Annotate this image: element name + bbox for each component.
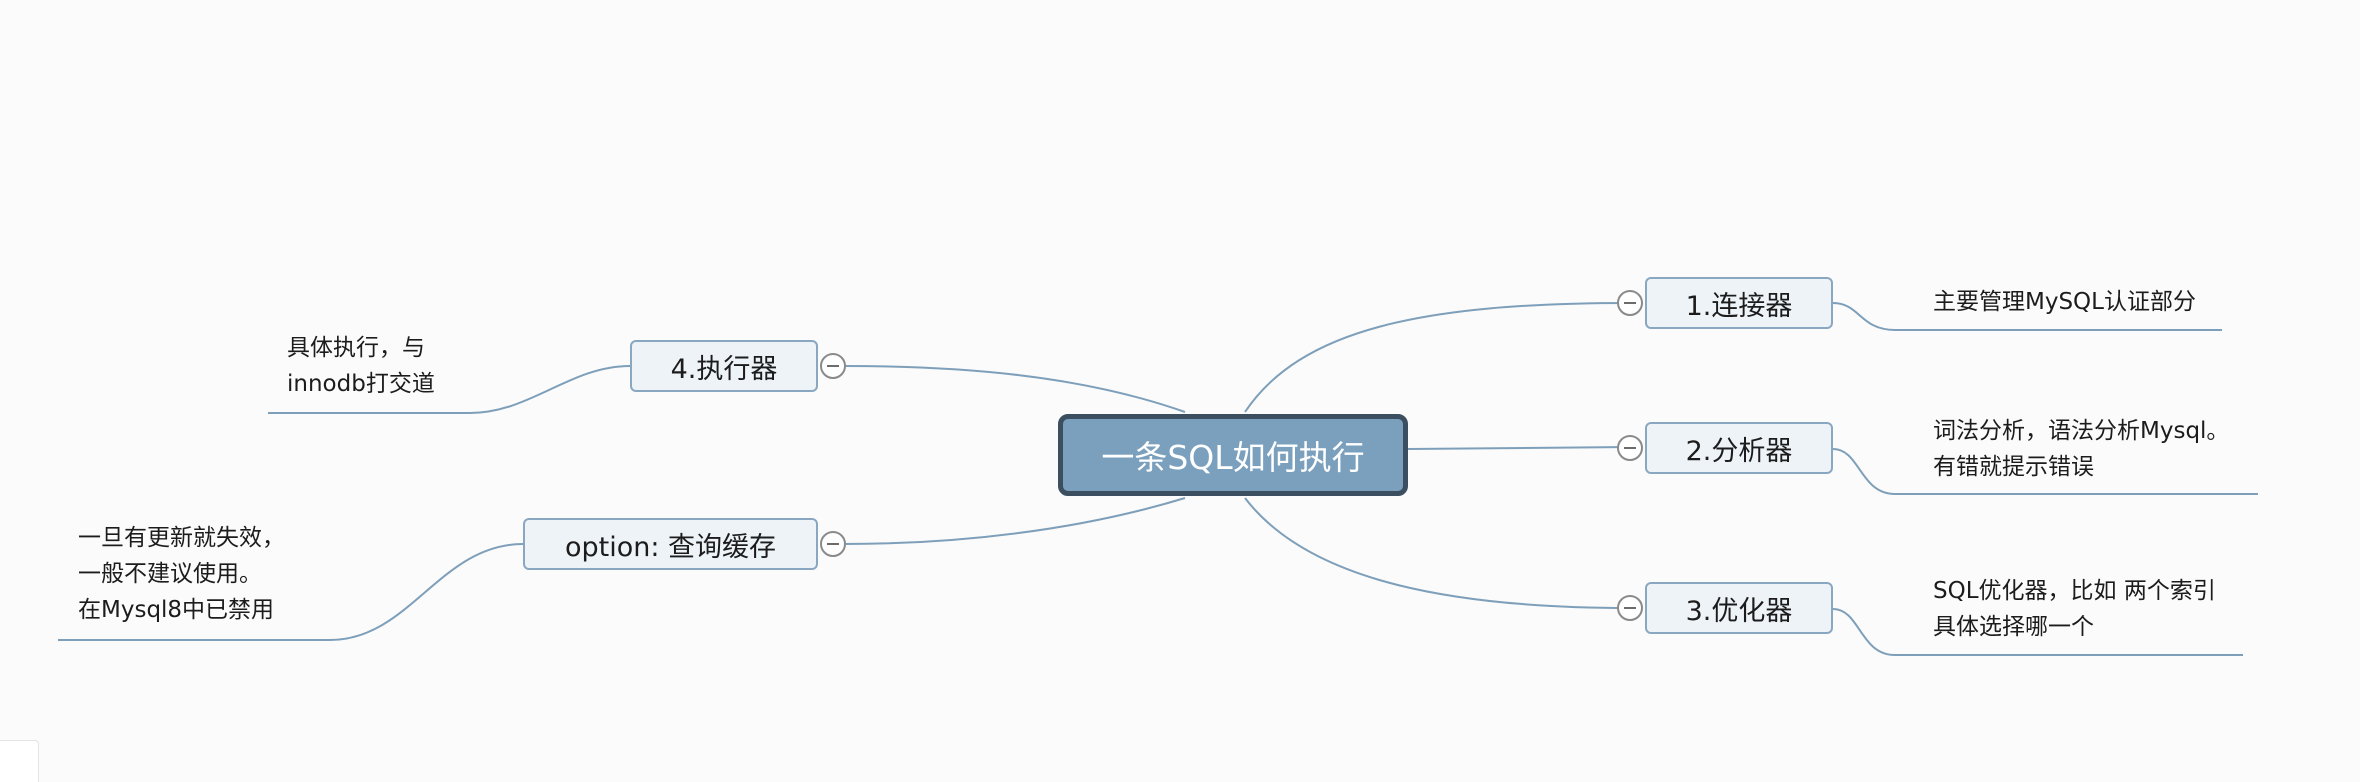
note-query-cache-line-3: 在Mysql8中已禁用 [78, 597, 275, 623]
central-topic-label: 一条SQL如何执行 [1101, 438, 1365, 477]
note-executor-line-1: 具体执行，与 [287, 335, 425, 361]
central-topic[interactable]: 一条SQL如何执行 [1058, 414, 1408, 496]
note-optimizer[interactable]: SQL优化器，比如 两个索引 具体选择哪一个 [1933, 573, 2216, 645]
branch-connector[interactable]: 1.连接器 [1645, 277, 1833, 329]
branch-query-cache[interactable]: option: 查询缓存 [523, 518, 818, 570]
link-central-analyzer [1407, 446, 1631, 450]
note-executor[interactable]: 具体执行，与 innodb打交道 [287, 330, 435, 402]
note-query-cache-line-2: 一般不建议使用。 [78, 561, 262, 587]
corner-panel-tab[interactable] [0, 740, 39, 782]
note-connector[interactable]: 主要管理MySQL认证部分 [1933, 284, 2196, 320]
branch-analyzer[interactable]: 2.分析器 [1645, 422, 1833, 474]
link-central-connector [1244, 302, 1631, 413]
branch-connector-label: 1.连接器 [1685, 290, 1793, 322]
link-cache-note [58, 543, 524, 641]
branch-optimizer-label: 3.优化器 [1685, 595, 1793, 627]
note-analyzer-line-2: 有错就提示错误 [1933, 454, 2094, 480]
note-analyzer-line-1: 词法分析，语法分析Mysql。 [1933, 418, 2230, 444]
note-analyzer[interactable]: 词法分析，语法分析Mysql。 有错就提示错误 [1933, 413, 2229, 485]
branch-executor-label: 4.执行器 [670, 353, 778, 385]
link-executor-note [268, 365, 631, 414]
link-central-optimizer [1244, 497, 1631, 609]
collapse-optimizer-minus-circle-icon[interactable] [1617, 595, 1643, 621]
link-central-executor [843, 365, 1186, 413]
note-optimizer-line-1: SQL优化器，比如 两个索引 [1933, 578, 2216, 604]
branch-executor[interactable]: 4.执行器 [630, 340, 818, 392]
note-executor-line-2: innodb打交道 [287, 371, 435, 397]
note-connector-line-1: 主要管理MySQL认证部分 [1933, 289, 2196, 315]
collapse-executor-minus-circle-icon[interactable] [820, 353, 846, 379]
note-query-cache-line-1: 一旦有更新就失效， [78, 525, 285, 551]
note-optimizer-line-2: 具体选择哪一个 [1933, 614, 2094, 640]
branch-query-cache-label: option: 查询缓存 [564, 531, 777, 563]
link-analyzer-note [1832, 448, 2258, 495]
branch-optimizer[interactable]: 3.优化器 [1645, 582, 1833, 634]
link-central-cache [843, 497, 1186, 545]
collapse-connector-minus-circle-icon[interactable] [1617, 290, 1643, 316]
branch-analyzer-label: 2.分析器 [1685, 435, 1793, 467]
link-connector-note [1832, 302, 2222, 331]
link-optimizer-note [1832, 608, 2243, 656]
collapse-analyzer-minus-circle-icon[interactable] [1617, 435, 1643, 461]
note-query-cache[interactable]: 一旦有更新就失效， 一般不建议使用。 在Mysql8中已禁用 [78, 520, 285, 628]
collapse-query-cache-minus-circle-icon[interactable] [820, 531, 846, 557]
